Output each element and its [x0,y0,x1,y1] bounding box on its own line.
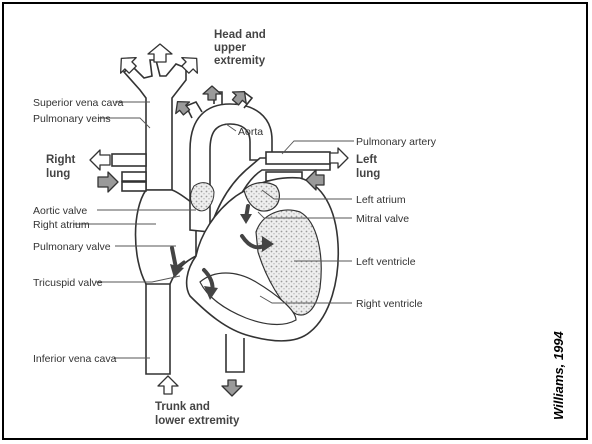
right-atrium-shape [136,190,197,284]
credit-text: Williams, 1994 [551,331,566,420]
label-aortic-valve: Aortic valve [33,205,87,217]
label-inferior-vena-cava: Inferior vena cava [33,353,117,365]
label-trunk-line2: lower extremity [155,415,240,427]
label-right-lung-line1: Right [46,154,76,166]
descending-aorta [226,334,244,372]
label-left-lung-line2: lung [356,168,380,180]
label-head-line1: Head and [214,29,266,41]
label-left-ventricle: Left ventricle [356,256,416,268]
label-trunk-line1: Trunk and [155,401,210,413]
left-pulmonary-vessel-top [266,152,330,164]
right-pulmonary-vessel-low [122,182,146,191]
label-tricuspid-valve: Tricuspid valve [33,277,103,289]
label-pulmonary-valve: Pulmonary valve [33,241,111,253]
label-head-line3: extremity [214,55,266,67]
right-pulmonary-vessel-top [112,154,146,166]
label-left-lung-line1: Left [356,154,377,166]
superior-vena-cava [124,60,186,190]
label-right-atrium: Right atrium [33,219,90,231]
label-right-ventricle: Right ventricle [356,298,423,310]
label-left-atrium: Left atrium [356,194,406,206]
inferior-vena-cava [146,282,170,374]
label-pulmonary-artery: Pulmonary artery [356,136,437,148]
label-mitral-valve: Mitral valve [356,213,409,225]
label-right-lung-line2: lung [46,168,70,180]
label-aorta: Aorta [238,126,263,138]
label-pulmonary-veins: Pulmonary veins [33,113,111,125]
right-pulmonary-vessel-mid [122,172,146,181]
label-head-line2: upper [214,42,246,54]
label-superior-vena-cava: Superior vena cava [33,97,124,109]
